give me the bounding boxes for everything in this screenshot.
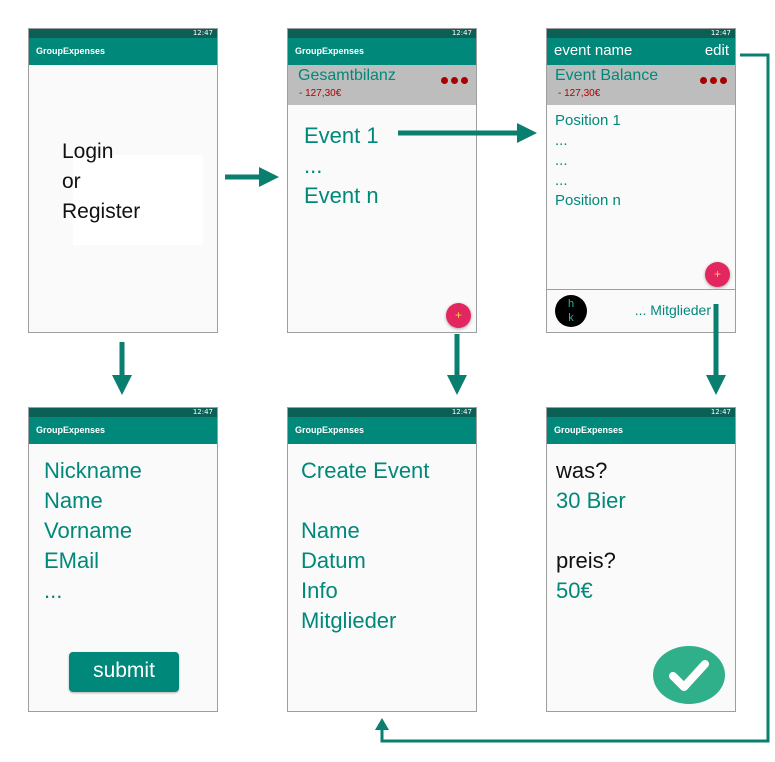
screen-login: 12:47 GroupExpenses Login or Register xyxy=(28,28,218,333)
register-fields: Nickname Name Vorname EMail ... xyxy=(44,456,142,606)
or-label: or xyxy=(62,170,81,193)
app-bar: GroupExpenses xyxy=(547,417,735,444)
app-bar: GroupExpenses xyxy=(29,417,217,444)
balance-amount: - 127,30€ xyxy=(558,88,601,99)
status-time: 12:47 xyxy=(710,408,731,416)
event-info-field[interactable]: Info xyxy=(301,578,338,603)
nickname-field[interactable]: Nickname xyxy=(44,458,142,483)
total-balance-bar[interactable]: Gesamtbilanz - 127,30€ xyxy=(288,65,476,105)
status-bar: 12:47 xyxy=(288,29,476,38)
more-fields-label: ... xyxy=(44,578,63,603)
app-bar: GroupExpenses xyxy=(288,417,476,444)
status-bar: 12:47 xyxy=(547,408,735,417)
vorname-field[interactable]: Vorname xyxy=(44,518,133,543)
app-bar: GroupExpenses xyxy=(288,38,476,65)
event-balance-bar[interactable]: Event Balance - 127,30€ xyxy=(547,65,735,105)
balance-title: Gesamtbilanz xyxy=(298,67,396,84)
plus-icon: + xyxy=(713,267,721,281)
submit-button[interactable]: submit xyxy=(69,652,179,692)
event-date-field[interactable]: Datum xyxy=(301,548,366,573)
app-bar: event name edit xyxy=(547,38,735,65)
event-item[interactable]: Event n xyxy=(304,183,379,208)
login-card xyxy=(73,155,203,245)
status-time: 12:47 xyxy=(192,408,213,416)
price-field[interactable]: 50€ xyxy=(556,578,593,603)
screen-events: 12:47 GroupExpenses Gesamtbilanz - 127,3… xyxy=(287,28,477,333)
event-item[interactable]: Event 1 xyxy=(304,123,379,148)
position-item: ... xyxy=(555,132,568,149)
status-bar: 12:47 xyxy=(547,29,735,38)
what-label: was? xyxy=(556,458,608,483)
status-bar: 12:47 xyxy=(29,408,217,417)
balance-amount: - 127,30€ xyxy=(299,88,342,99)
name-field[interactable]: Name xyxy=(44,488,103,513)
plus-icon: + xyxy=(454,308,462,322)
position-form: was? 30 Bier preis? 50€ xyxy=(556,456,626,606)
status-time: 12:47 xyxy=(451,408,472,416)
create-event-heading: Create Event xyxy=(301,458,430,483)
edit-button[interactable]: edit xyxy=(704,42,729,59)
screen-event-detail: 12:47 event name edit Event Balance - 12… xyxy=(546,28,736,333)
dots-icon[interactable] xyxy=(441,77,468,84)
status-time: 12:47 xyxy=(451,29,472,37)
event-name-field[interactable]: Name xyxy=(301,518,360,543)
status-bar: 12:47 xyxy=(29,29,217,38)
position-item: ... xyxy=(555,152,568,169)
status-time: 12:47 xyxy=(710,29,731,37)
price-label: preis? xyxy=(556,548,616,573)
position-item[interactable]: Position 1 xyxy=(555,112,621,129)
event-members-field[interactable]: Mitglieder xyxy=(301,608,397,633)
checkmark-icon xyxy=(669,660,709,691)
status-time: 12:47 xyxy=(192,29,213,37)
add-position-button[interactable]: + xyxy=(705,262,730,287)
app-bar: GroupExpenses xyxy=(29,38,217,65)
position-list: Position 1 ... ... ... Position n xyxy=(555,111,621,211)
position-item[interactable]: Position n xyxy=(555,192,621,209)
screen-create-event: 12:47 GroupExpenses Create Event Name Da… xyxy=(287,407,477,712)
members-label: ... Mitglieder xyxy=(634,302,711,318)
event-name-title: event name xyxy=(554,42,633,59)
screen-add-position: 12:47 GroupExpenses was? 30 Bier preis? … xyxy=(546,407,736,712)
screen-register: 12:47 GroupExpenses Nickname Name Vornam… xyxy=(28,407,218,712)
login-link[interactable]: Login xyxy=(62,140,114,163)
event-list: Event 1 ... Event n xyxy=(304,121,379,211)
position-item: ... xyxy=(555,172,568,189)
email-field[interactable]: EMail xyxy=(44,548,100,573)
event-item: ... xyxy=(304,153,323,178)
create-event-fields: Name Datum Info Mitglieder xyxy=(301,516,396,636)
login-text: Login or Register xyxy=(62,137,140,227)
register-link[interactable]: Register xyxy=(62,200,141,223)
balance-title: Event Balance xyxy=(555,67,659,84)
dots-icon[interactable] xyxy=(700,77,727,84)
status-bar: 12:47 xyxy=(288,408,476,417)
confirm-button[interactable] xyxy=(653,646,725,704)
what-field[interactable]: 30 Bier xyxy=(556,488,626,513)
add-event-button[interactable]: + xyxy=(446,303,471,328)
